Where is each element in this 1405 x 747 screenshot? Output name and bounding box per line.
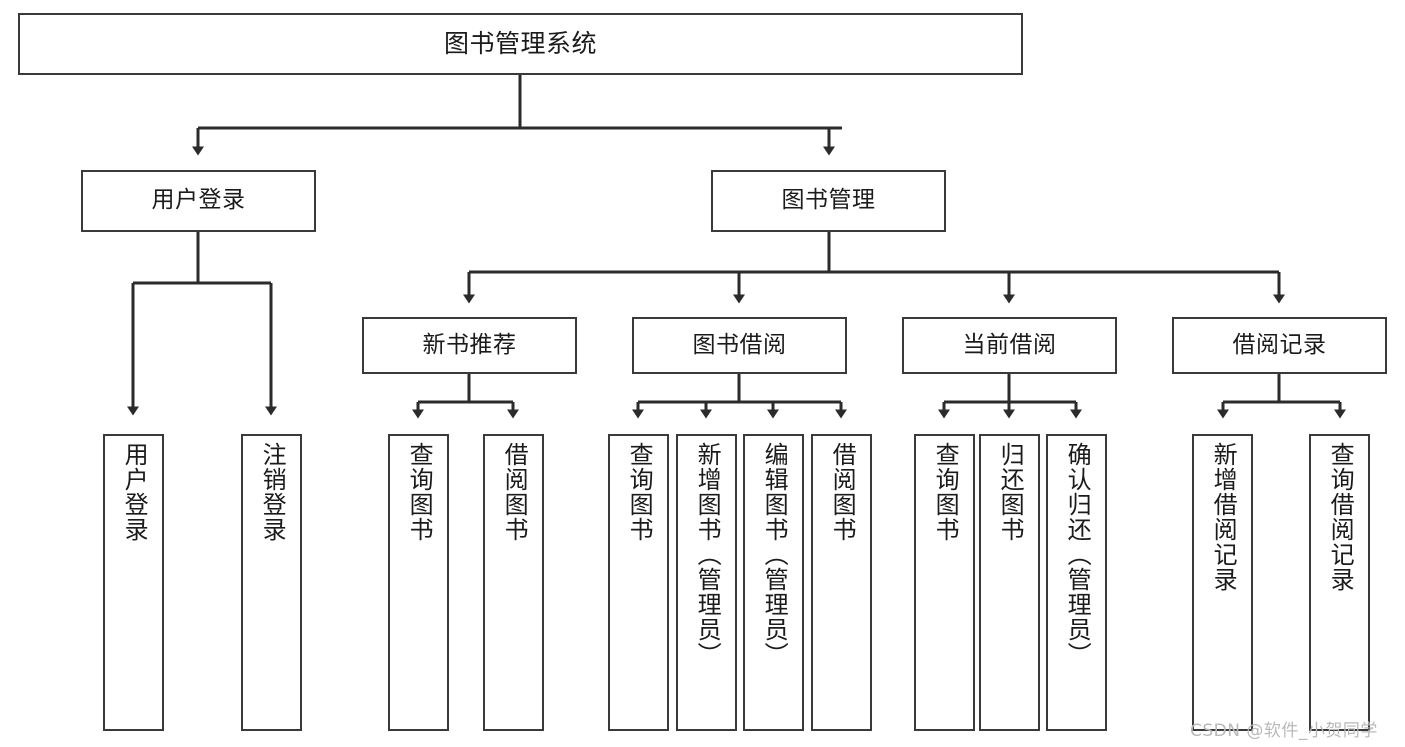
- node-label: 用户登录: [120, 442, 149, 542]
- node-leaf-add-book-admin[interactable]: 新增图书（管理员）: [676, 434, 737, 731]
- node-leaf-edit-book-admin[interactable]: 编辑图书（管理员）: [743, 434, 804, 731]
- node-label: 借阅图书: [828, 442, 857, 542]
- node-label: 归还图书: [996, 442, 1025, 542]
- node-label: 用户登录: [151, 187, 246, 214]
- node-root-book-management-system[interactable]: 图书管理系统: [18, 13, 1023, 75]
- node-leaf-query-book-recommend[interactable]: 查询图书: [388, 434, 449, 731]
- node-label: 查询图书: [625, 442, 654, 542]
- csdn-watermark: CSDN @软件_小贺同学: [1190, 721, 1378, 741]
- node-leaf-add-borrow-record[interactable]: 新增借阅记录: [1192, 434, 1253, 731]
- node-current-borrowing[interactable]: 当前借阅: [902, 317, 1117, 374]
- node-label: 编辑图书（管理员）: [760, 442, 789, 667]
- node-leaf-query-book-current[interactable]: 查询图书: [914, 434, 975, 731]
- node-borrowing-record[interactable]: 借阅记录: [1172, 317, 1387, 374]
- node-label: 注销登录: [258, 442, 287, 542]
- node-leaf-user-login[interactable]: 用户登录: [103, 434, 164, 731]
- node-label: 借阅图书: [500, 442, 529, 542]
- node-leaf-confirm-return-admin[interactable]: 确认归还（管理员）: [1046, 434, 1107, 731]
- node-label: 当前借阅: [962, 331, 1057, 358]
- node-new-book-recommendation[interactable]: 新书推荐: [362, 317, 577, 374]
- node-label: 图书管理系统: [443, 29, 597, 59]
- node-label: 新书推荐: [422, 331, 517, 358]
- node-leaf-query-borrow-record[interactable]: 查询借阅记录: [1309, 434, 1370, 731]
- node-label: 查询借阅记录: [1326, 442, 1355, 592]
- node-leaf-query-book-borrow[interactable]: 查询图书: [608, 434, 669, 731]
- node-label: 查询图书: [931, 442, 960, 542]
- node-book-borrowing[interactable]: 图书借阅: [632, 317, 847, 374]
- node-leaf-borrow-book[interactable]: 借阅图书: [811, 434, 872, 731]
- node-leaf-logout[interactable]: 注销登录: [241, 434, 302, 731]
- node-label: 查询图书: [405, 442, 434, 542]
- node-label: 新增借阅记录: [1209, 442, 1238, 592]
- node-user-login[interactable]: 用户登录: [81, 170, 316, 232]
- node-leaf-borrow-book-recommend[interactable]: 借阅图书: [483, 434, 544, 731]
- node-book-management[interactable]: 图书管理: [711, 170, 946, 232]
- node-label: 图书管理: [781, 187, 876, 214]
- node-label: 新增图书（管理员）: [693, 442, 722, 667]
- node-leaf-return-book[interactable]: 归还图书: [979, 434, 1040, 731]
- node-label: 图书借阅: [692, 331, 787, 358]
- node-label: 借阅记录: [1232, 331, 1327, 358]
- node-label: 确认归还（管理员）: [1063, 442, 1092, 667]
